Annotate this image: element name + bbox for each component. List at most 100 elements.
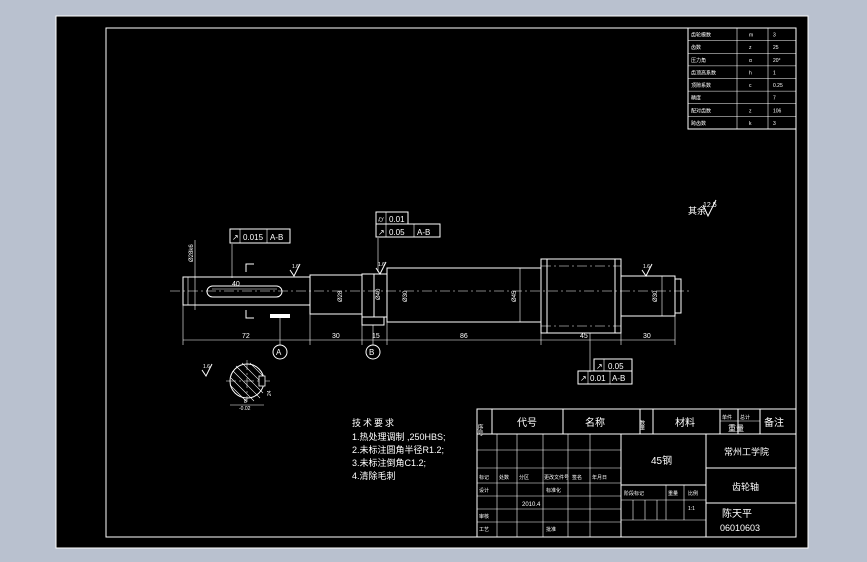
param-sym-cell: z [749, 45, 752, 51]
dim-dia-40: Ø40 [376, 288, 382, 300]
date-value: 2010.4 [522, 502, 541, 508]
surface-note: 其余 12.5 [688, 199, 717, 218]
designer-name: 陈天平 [722, 507, 752, 520]
scale-value: 1:1 [688, 506, 695, 512]
hdr-material: 材料 [675, 416, 695, 429]
param-sym-cell: h [749, 70, 752, 76]
param-sym-cell: α [749, 58, 752, 64]
runout-icon: ↗ [596, 362, 603, 371]
drawing-frame [105, 27, 797, 538]
dim-key-length: 40 [232, 281, 240, 288]
tol-right-value: 0.05 [608, 362, 624, 371]
tol-left-value: 0.015 [243, 233, 264, 242]
dim-30b: 30 [643, 333, 651, 340]
tolerance-left: ↗ 0.015 A-B [229, 228, 291, 278]
title-block: 序号 代号 名称 数量 材料 单件 总计 重量 备注 45钢 常州工学院 齿轮轴… [476, 408, 797, 538]
lbl-stage: 阶段标记 [624, 490, 644, 497]
hdr-weight: 重量 [728, 423, 744, 433]
param-val-cell: 3 [773, 33, 776, 39]
left-tol-dim: Ø28k6 [189, 244, 195, 262]
hdr-qty: 数量 [639, 419, 645, 431]
datum-b-circle [365, 344, 381, 360]
surface-note-label: 其余 [688, 205, 706, 216]
param-label-cell: 精度 [691, 95, 701, 102]
lbl-mark: 标记 [479, 474, 489, 481]
param-sym-cell: k [749, 121, 752, 127]
sec-depth-dim: 24 [267, 390, 273, 396]
runout-icon: ↗ [378, 228, 385, 237]
hdr-remark: 备注 [764, 416, 784, 429]
dim-15: 15 [372, 333, 380, 340]
lbl-standard: 标准化 [546, 487, 561, 494]
tol-mid-runout-datum: A-B [417, 228, 430, 237]
tech-req-title: 技术要求 [352, 417, 396, 428]
roughness-2: 1.6 [643, 264, 650, 270]
dim-45: 45 [580, 333, 588, 340]
param-label-cell: 配对齿数 [691, 107, 711, 114]
param-val-cell: 1 [773, 70, 776, 76]
roughness-symbol-icon [641, 263, 653, 277]
roughness-3: 1.6 [378, 262, 385, 268]
tech-req-item: 1.热处理调制 ,250HBS; [352, 431, 446, 442]
tol-mid-runout-value: 0.05 [389, 228, 405, 237]
lbl-approve: 批准 [546, 526, 556, 533]
param-val-cell: 25 [773, 45, 779, 51]
param-val-cell: 106 [773, 108, 782, 114]
material-value: 45钢 [651, 454, 672, 467]
param-val-cell: 3 [773, 121, 776, 127]
surface-note-value: 12.5 [703, 202, 717, 209]
tol-left-datum: A-B [270, 233, 283, 242]
dim-72: 72 [242, 333, 250, 340]
lbl-sign: 签名 [572, 474, 582, 481]
datum-b-label: B [369, 348, 374, 357]
runout-icon: ↗ [580, 374, 587, 383]
roughness-symbol-icon [289, 263, 301, 277]
sheet-background [55, 15, 809, 549]
param-val-cell: 0.25 [773, 83, 783, 89]
lbl-review: 审核 [479, 513, 489, 520]
lbl-scale: 比例 [688, 490, 698, 497]
hdr-code: 代号 [517, 417, 537, 429]
param-sym-cell: z [749, 108, 752, 114]
param-label-cell: 压力角 [691, 57, 706, 64]
part-name: 齿轮轴 [732, 481, 759, 492]
roughness-1: 1.6 [292, 264, 299, 270]
tolerance-right: ↗ 0.05 ↗ 0.01 A-B [577, 333, 633, 385]
lbl-design: 设计 [479, 487, 489, 494]
school-name: 常州工学院 [724, 446, 769, 457]
param-val-cell: 7 [773, 96, 776, 102]
roughness-symbol-icon [702, 199, 717, 218]
dim-30a: 30 [332, 333, 340, 340]
param-label-cell: 齿轮模数 [691, 32, 711, 39]
datum-a-label: A [276, 348, 282, 357]
cross-section: 8 -0.02 24 [226, 360, 273, 412]
hdr-name: 名称 [585, 416, 605, 429]
lbl-count: 处数 [499, 474, 509, 481]
tech-requirements: 技术要求 1.热处理调制 ,250HBS; 2.未标注圆角半径R1.2; 3.未… [352, 417, 446, 481]
lbl-ymd: 年月日 [592, 474, 607, 481]
param-sym-cell: c [749, 83, 752, 89]
hdr-seq: 序号 [476, 423, 483, 437]
hdr-single: 单件 [722, 414, 732, 421]
section-arrow-icon [245, 263, 254, 272]
sec-width-dim: 8 [244, 399, 247, 405]
param-val-cell: 20° [773, 58, 781, 64]
tol-right2-value: 0.01 [590, 374, 606, 383]
shaft-drawing [170, 258, 690, 334]
cylindricity-icon: ⌭ [378, 215, 384, 224]
param-sym-cell: m [749, 33, 753, 39]
dim-dia-shaft: Ø30 [403, 290, 409, 302]
lbl-process: 工艺 [479, 527, 489, 533]
tol-mid-cyl-value: 0.01 [389, 215, 405, 224]
tech-req-item: 2.未标注圆角半径R1.2; [352, 444, 444, 455]
roughness-4: 1.6 [203, 364, 210, 370]
dim-dia-mid: Ø45 [512, 290, 518, 302]
lbl-zone: 分区 [519, 474, 529, 481]
tech-req-item: 3.未标注倒角C1.2; [352, 457, 426, 468]
sec-tol-dim: -0.02 [239, 406, 251, 412]
dim-dia-key: Ø28 [338, 290, 344, 302]
hdr-total: 总计 [740, 414, 750, 421]
tol-right2-datum: A-B [612, 374, 625, 383]
dim-dia-right: Ø30 [653, 290, 659, 302]
